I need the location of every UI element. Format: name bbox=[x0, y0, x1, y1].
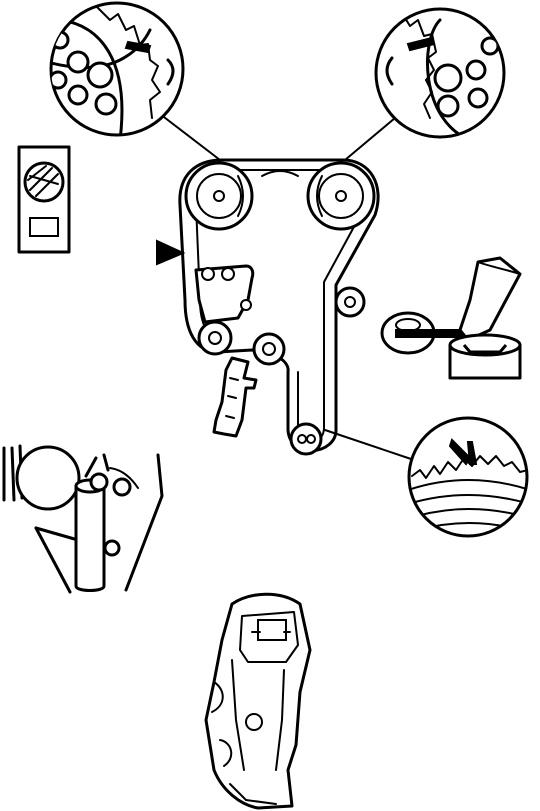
camshaft-sprocket-right-detail bbox=[374, 7, 506, 139]
timing-cover bbox=[204, 592, 312, 810]
timing-belt-layout bbox=[178, 158, 380, 456]
cam-sprocket-right bbox=[306, 161, 376, 231]
crankshaft-sprocket bbox=[289, 422, 323, 456]
idler-pulley bbox=[252, 286, 366, 366]
setting-pin-detail bbox=[2, 444, 164, 594]
tensioner-pulley bbox=[194, 264, 255, 356]
cam-sprocket-left bbox=[184, 161, 254, 231]
tensioner-indicator-icon bbox=[17, 145, 71, 254]
locking-tool-detail bbox=[380, 256, 522, 380]
camshaft-sprocket-left-detail bbox=[49, 1, 185, 137]
crankshaft-sprocket-detail bbox=[407, 416, 529, 538]
rotation-direction-arrow bbox=[156, 239, 186, 266]
leader-lines bbox=[159, 113, 415, 461]
tensioner-tool-detail bbox=[212, 356, 258, 438]
